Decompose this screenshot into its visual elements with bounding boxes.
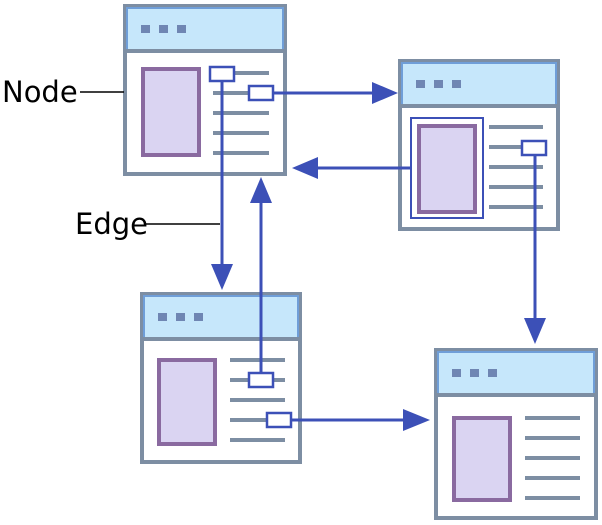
arrow-head-icon [372,82,398,104]
anchor-box [520,139,548,157]
title-dots-icon [158,313,203,321]
node-label: Node [2,75,78,109]
anchor-box [247,84,275,102]
callout-edge: Edge [75,207,220,241]
image-placeholder [417,124,477,214]
text-lines [525,416,580,500]
node-window-bottom-right [434,348,598,520]
callout-node: Node [2,75,124,109]
node-window-top-right [398,59,560,231]
edges [220,80,537,422]
image-placeholder [141,67,201,157]
title-dots-icon [141,25,186,33]
arrow-head-icon [524,318,546,344]
title-dots-icon [416,80,461,88]
node-window-bottom-left [140,292,302,464]
anchor-box [265,411,293,429]
title-dots-icon [452,369,497,377]
anchor-box [247,371,275,389]
image-placeholder [452,416,512,502]
arrow-head-icon [292,157,318,179]
arrow-head-icon [403,409,430,431]
arrow-heads [211,82,546,431]
anchor-box [208,65,236,83]
arrow-head-icon [250,177,272,203]
anchor-boxes [208,65,548,429]
arrow-head-icon [211,264,233,290]
image-placeholder [157,358,217,446]
edge-label: Edge [75,207,148,241]
